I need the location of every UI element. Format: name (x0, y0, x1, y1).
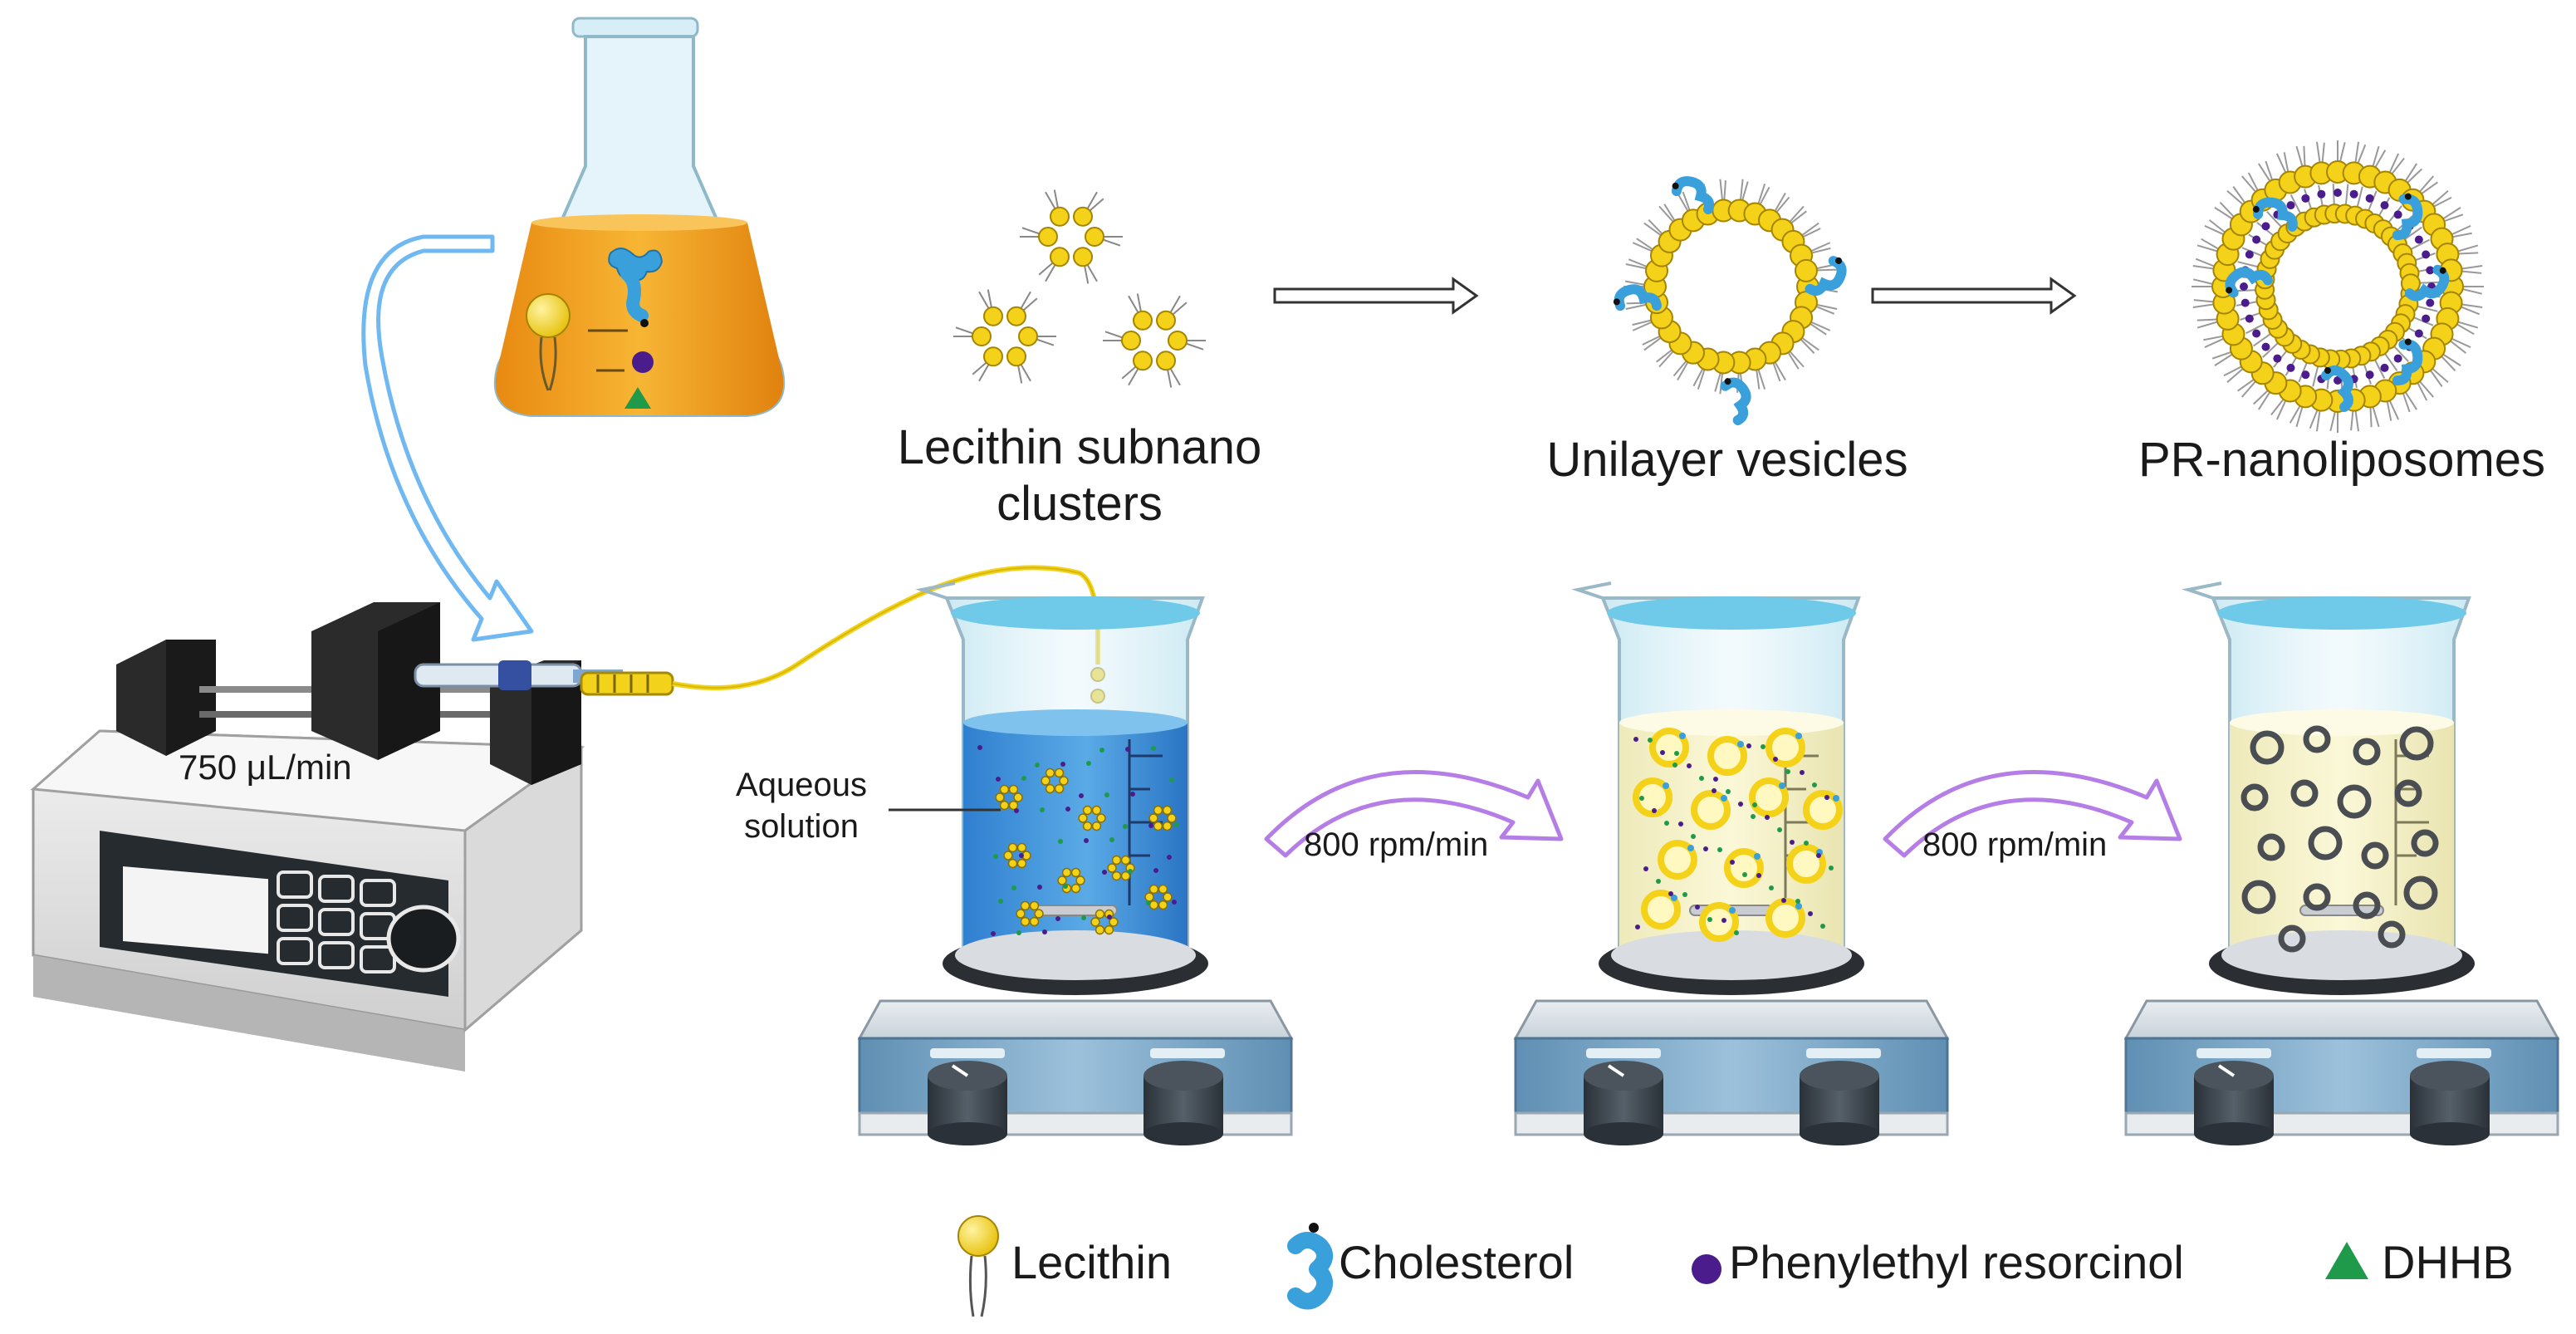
legend-lecithin-icon (957, 1215, 999, 1317)
lecithin-cluster (1020, 189, 1123, 284)
liposome-icon (2192, 140, 2484, 433)
magnetic-stirrer-icon (857, 905, 1294, 1145)
legend-label-lecithin: Lecithin (1011, 1236, 1173, 1288)
label-unilayer-vesicles: Unilayer vesicles (1546, 433, 1908, 487)
legend-phenylethyl-resorcinol-icon (1692, 1254, 1721, 1284)
syringe-pump-icon (30, 602, 674, 1072)
magnetic-stirrer-icon (2123, 905, 2560, 1145)
legend-dhhb-icon (2325, 1242, 2368, 1279)
lecithin-cluster-icons (953, 189, 1206, 388)
label-aqueous-line-2: solution (744, 808, 859, 845)
process-arrow-2 (1871, 277, 2077, 315)
vesicle-icon (1613, 176, 1847, 425)
beaker-1-contents (977, 745, 1179, 936)
beaker-2-contents (1633, 728, 1843, 942)
label-lecithin-subnano-clusters: Lecithin subnano clusters (889, 419, 1271, 532)
label-flow-rate: 750 μL/min (179, 748, 352, 787)
label-stir-speed-1: 800 rpm/min (1304, 826, 1489, 863)
label-clusters-line-1: Lecithin subnano (897, 420, 1262, 474)
lecithin-cluster (1103, 293, 1206, 388)
stir-arrow-2 (1883, 770, 2182, 858)
beaker-3-contents (2241, 725, 2439, 953)
label-clusters-line-2: clusters (997, 477, 1163, 531)
beaker-icon-1 (915, 581, 1205, 972)
legend-label-cholesterol: Cholesterol (1339, 1236, 1574, 1288)
label-stir-speed-2: 800 rpm/min (1922, 826, 2108, 863)
legend-label-dhhb: DHHB (2382, 1236, 2514, 1288)
magnetic-stirrer-icon (1513, 905, 1950, 1145)
label-pr-nanoliposomes: PR-nanoliposomes (2138, 433, 2546, 487)
label-aqueous-solution: Aqueous solution (714, 764, 889, 847)
flask-icon (493, 17, 786, 417)
stir-arrow-1 (1264, 770, 1564, 858)
process-arrow-1 (1273, 277, 1479, 315)
legend-cholesterol-icon (1287, 1223, 1334, 1310)
legend-label-phenylethyl-resorcinol: Phenylethyl resorcinol (1729, 1236, 2184, 1288)
lecithin-cluster (953, 289, 1056, 384)
flow-arrow (361, 234, 534, 642)
label-aqueous-line-1: Aqueous (736, 767, 867, 803)
